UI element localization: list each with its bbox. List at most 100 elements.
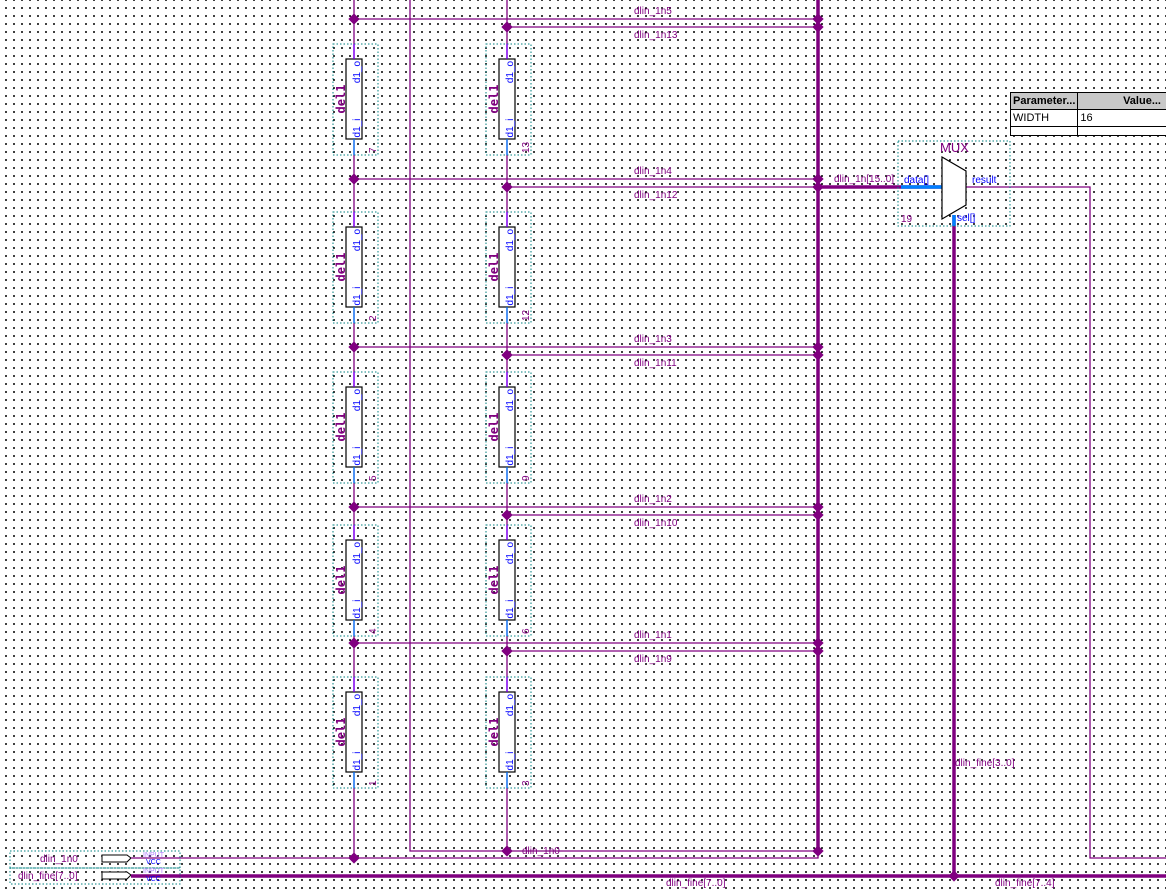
block-bounding-box[interactable]	[332, 676, 379, 789]
port-out-label: d1_o	[505, 693, 516, 716]
net-dlin-1n0-route[interactable]	[409, 0, 818, 852]
mux-result-port: result	[972, 175, 997, 186]
block-bounding-box[interactable]	[332, 43, 379, 156]
junction-dot	[812, 349, 824, 361]
del1-block[interactable]: del1 d1_o d1_i 6	[485, 524, 532, 637]
block-name: del1	[334, 413, 348, 442]
mux-bounding-box[interactable]	[897, 140, 1011, 227]
junction-dot	[348, 13, 360, 25]
block-instance-number: 13	[521, 141, 532, 153]
junction-dot	[501, 349, 513, 361]
block-name: del1	[487, 566, 501, 595]
input-pin-name: dlin_1n0	[40, 854, 78, 865]
junction-dot	[812, 509, 824, 521]
block-instance-number: 1	[368, 780, 379, 786]
junction-dot	[348, 501, 360, 513]
input-pin-default: VCC	[146, 876, 161, 883]
input-pin-name: dlin_fine[7..0]	[18, 871, 78, 882]
param-empty-cell[interactable]	[1009, 126, 1079, 136]
net-label: dlin_1n2	[634, 494, 672, 505]
junction-dot	[348, 637, 360, 649]
input-pin-type: INPUT	[143, 852, 165, 859]
block-bounding-box[interactable]	[485, 371, 532, 484]
input-pin-icon	[101, 854, 132, 863]
input-pin-box-dlin-1n0[interactable]	[9, 850, 181, 869]
block-instance-number: 3	[521, 780, 532, 786]
block-instance-number: 9	[521, 475, 532, 481]
block-name: del1	[334, 566, 348, 595]
block-bounding-box[interactable]	[332, 211, 379, 324]
junction-dot	[501, 21, 513, 33]
port-out-label: d1_o	[352, 541, 363, 564]
block-bounding-box[interactable]	[485, 211, 532, 324]
port-in-label: d1_i	[505, 600, 516, 619]
net-label: dlin_1n4	[634, 166, 672, 177]
net-label: dlin_1n10	[634, 518, 678, 529]
mux-result-wire[interactable]	[966, 186, 1166, 859]
junction-dot	[348, 852, 360, 864]
junction-dot	[812, 181, 824, 193]
port-in-label: d1_i	[505, 447, 516, 466]
port-out-label: d1_o	[505, 388, 516, 411]
block-bounding-box[interactable]	[332, 524, 379, 637]
port-out-label: d1_o	[352, 60, 363, 83]
param-name-cell[interactable]: WIDTH	[1009, 109, 1079, 127]
param-empty-cell[interactable]	[1077, 126, 1166, 136]
param-value-cell[interactable]: 16	[1077, 109, 1166, 127]
mux-symbol[interactable]	[941, 155, 967, 221]
junction-dot	[812, 341, 824, 353]
input-dlin-1n0-wire[interactable]	[180, 851, 819, 859]
mux-title: MUX	[940, 140, 969, 155]
port-out-label: d1_o	[505, 541, 516, 564]
param-header-name[interactable]: Parameter...	[1009, 92, 1079, 110]
junction-dot	[812, 637, 824, 649]
block-instance-number: 6	[521, 628, 532, 634]
mux-data-port: data[]	[904, 175, 929, 186]
block-name: del1	[487, 253, 501, 282]
parameter-table[interactable]: Parameter... Value... WIDTH 16	[1009, 92, 1166, 136]
port-in-label: d1_i	[505, 119, 516, 138]
input-pin-box-dlin-fine[interactable]	[9, 867, 181, 885]
port-in-label: d1_i	[352, 447, 363, 466]
junction-dot	[812, 21, 824, 33]
port-in-label: d1_i	[352, 119, 363, 138]
block-instance-number: 12	[521, 309, 532, 321]
port-out-label: d1_o	[505, 228, 516, 251]
bus-label-fine-low: dlin_fine[3..0]	[955, 758, 1015, 769]
block-name: del1	[487, 85, 501, 114]
del1-block[interactable]: del1 d1_o d1_i 12	[485, 211, 532, 324]
block-name: del1	[487, 718, 501, 747]
net-label: dlin_1n5	[634, 6, 672, 17]
net-label: dlin_1n3	[634, 334, 672, 345]
junction-dot	[348, 341, 360, 353]
input-pin-icon	[101, 871, 132, 880]
block-bounding-box[interactable]	[332, 371, 379, 484]
block-bounding-box[interactable]	[485, 524, 532, 637]
net-label-dlin-1n0: dlin_1n0	[522, 846, 560, 857]
junction-dot	[812, 645, 824, 657]
block-bounding-box[interactable]	[485, 43, 532, 156]
port-out-label: d1_o	[352, 228, 363, 251]
bus-label-fine-high: dlin_fine[7..4]	[995, 878, 1055, 889]
junction-dot	[812, 173, 824, 185]
junction-dot	[812, 845, 824, 857]
mux-sel-port: sel[]	[957, 213, 976, 224]
port-in-label: d1_i	[352, 287, 363, 306]
block-instance-number: 7	[368, 147, 379, 153]
param-header-value[interactable]: Value...	[1077, 92, 1166, 110]
block-bounding-box[interactable]	[485, 676, 532, 789]
net-label: dlin_1n11	[634, 358, 677, 369]
port-in-label: d1_i	[505, 287, 516, 306]
mux-instance-number: 19	[901, 214, 913, 225]
junction-dot	[501, 645, 513, 657]
input-pin-default: VCC	[146, 859, 161, 866]
